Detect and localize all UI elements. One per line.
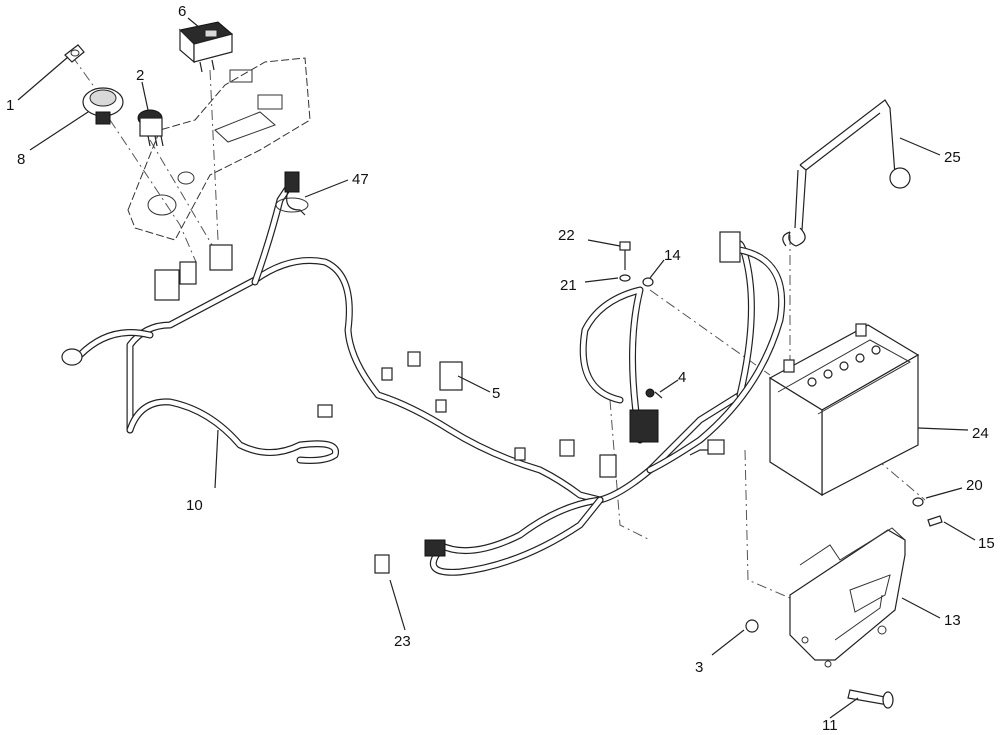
connector-c [209,244,233,271]
connector-f [559,439,575,457]
bolt-22 [619,241,631,251]
callout-2: 2 [136,67,144,84]
callout-4: 4 [678,369,686,386]
relay-5 [439,361,463,391]
callout-13: 13 [944,612,961,629]
callout-labels: 1 2 3 4 5 6 8 10 11 13 14 15 20 21 22 23… [6,3,995,734]
callout-24: 24 [972,425,989,442]
callout-5: 5 [492,385,500,402]
callout-15: 15 [978,535,995,552]
washer-21 [619,274,631,282]
hardware-parts [619,241,943,709]
callout-25: 25 [944,149,961,166]
connector-h [719,231,741,263]
leader-lines [17,17,976,719]
connector-a [154,269,180,301]
callout-23: 23 [394,633,411,650]
callout-11: 11 [822,717,838,734]
connector-b [179,261,197,285]
bolt-11 [847,689,889,706]
callout-22: 22 [558,227,575,244]
connector-23 [374,554,390,574]
callout-1: 1 [6,97,14,114]
module-part [178,21,234,73]
callout-21: 21 [560,277,577,294]
harness-connectors [61,171,741,574]
callout-20: 20 [966,477,983,494]
battery-strap-part [782,99,911,247]
switch-part [137,109,164,147]
battery-bracket-part [789,527,906,668]
connector-g [599,454,617,478]
solenoid-part [629,409,659,443]
callout-3: 3 [695,659,703,676]
key-part [64,44,85,63]
nut-14 [642,277,654,287]
callout-6: 6 [178,3,186,20]
connector-j [424,539,446,557]
control-panel-plate [127,57,311,241]
callout-47: 47 [352,171,369,188]
washer-20 [912,497,924,507]
connector-i [707,439,725,455]
battery-part [768,323,920,497]
screw-4 [654,391,663,399]
screw-15 [927,515,943,527]
assembly-guide-lines [71,55,926,599]
wiring-harness [76,181,786,576]
callout-14: 14 [664,247,681,264]
nut-3 [745,619,759,633]
connector-47 [284,171,300,193]
connector-e [317,404,333,418]
callout-10: 10 [186,497,203,514]
connector-d [61,348,83,366]
ignition-switch-part [82,87,124,125]
callout-8: 8 [17,151,25,168]
